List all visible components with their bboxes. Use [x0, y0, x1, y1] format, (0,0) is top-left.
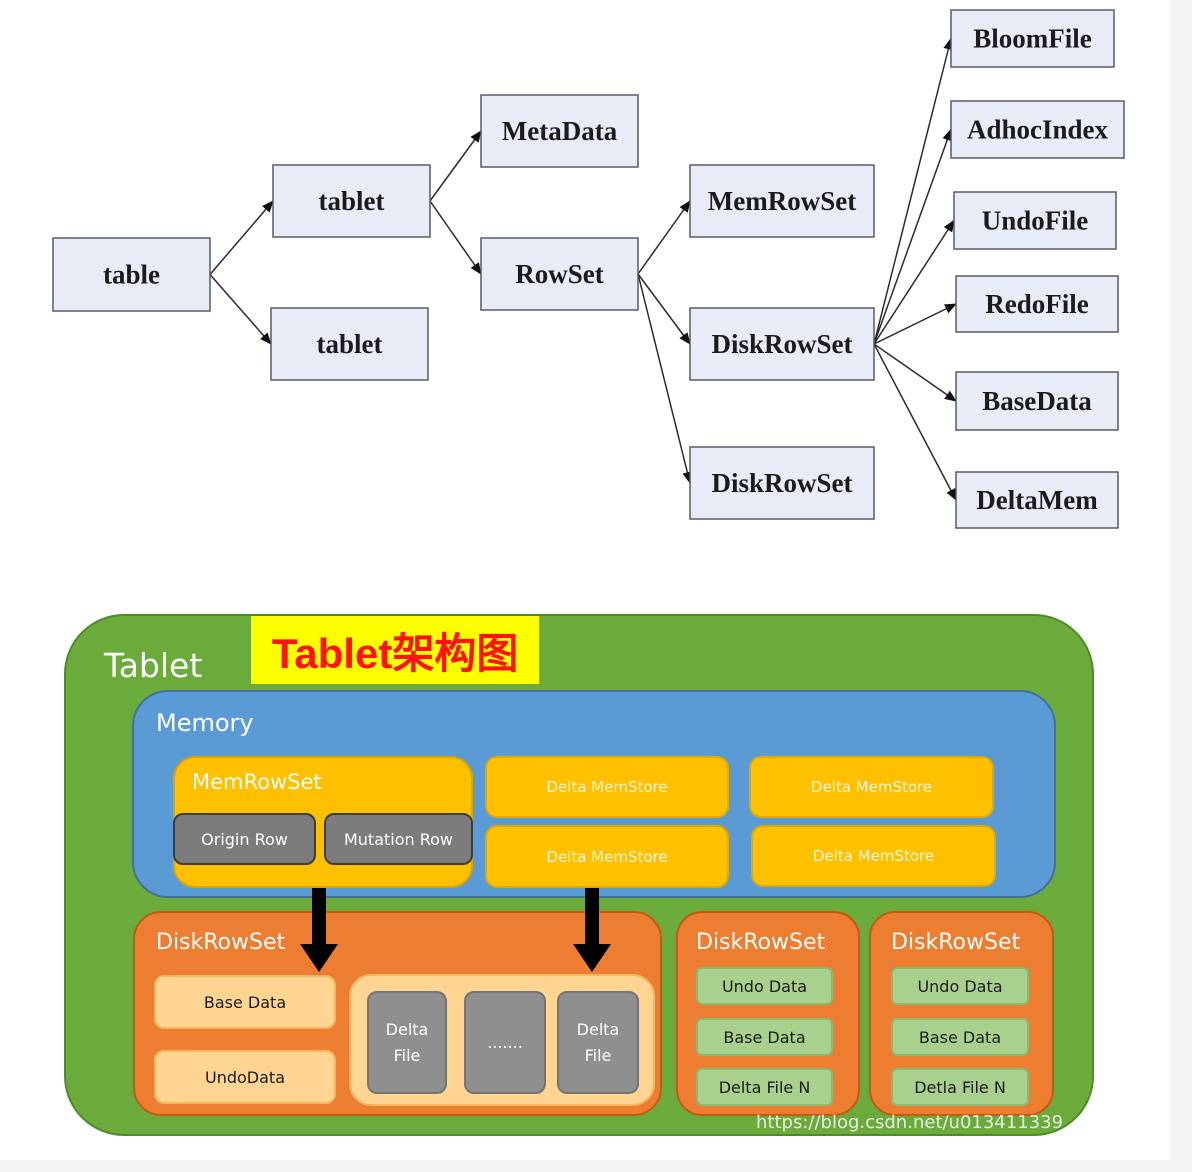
tree-node-box [52, 237, 211, 312]
tree-node-box [689, 446, 875, 520]
tree-node-bloomfile: BloomFile [950, 9, 1115, 68]
tree-node-box [950, 9, 1115, 68]
delta-file-cell-1: Delta File [367, 991, 447, 1094]
base-data-cell: Base Data [891, 1018, 1029, 1056]
undo-data-cell: Undo Data [696, 967, 833, 1005]
tree-node-box [955, 371, 1119, 431]
tree-node-label: RedoFile [985, 289, 1088, 319]
diagram-title: Tablet架构图 [251, 616, 539, 684]
delta-file-ellipsis: ....... [464, 991, 546, 1094]
tree-node-diskrowset1: DiskRowSet [689, 307, 875, 381]
tree-node-redofile: RedoFile [955, 275, 1119, 333]
tree-node-label: tablet [317, 329, 383, 359]
tree-node-box [480, 237, 639, 311]
base-data-cell: Base Data [154, 975, 336, 1029]
tree-node-label: DiskRowSet [711, 468, 852, 498]
origin-row-cell: Origin Row [173, 813, 316, 865]
tree-node-label: BaseData [982, 386, 1092, 416]
edge-diskrowset1-to-basedata [873, 343, 957, 402]
tree-node-box [689, 164, 875, 238]
tree-node-label: RowSet [515, 259, 604, 289]
edge-rowset-to-diskrowset1 [637, 273, 691, 345]
delta-file-cell-2: Delta File [557, 991, 639, 1094]
tree-node-rowset: RowSet [480, 237, 639, 311]
tree-node-box [270, 307, 429, 381]
mutation-row-cell: Mutation Row [324, 813, 473, 865]
memory-label: Memory [156, 709, 254, 737]
tree-node-label: DiskRowSet [711, 329, 852, 359]
tree-node-label: MemRowSet [708, 186, 856, 216]
tree-node-label: MetaData [502, 116, 618, 146]
delta-memstore-2: Delta MemStore [485, 825, 729, 888]
edge-rowset-to-memrowset [637, 200, 691, 275]
tree-node-label: table [103, 260, 160, 290]
flush-arrow-icon [573, 888, 611, 972]
diskrowset-main-label: DiskRowSet [156, 930, 286, 955]
delta-memstore-1: Delta MemStore [485, 756, 729, 818]
tree-node-tablet1: tablet [272, 164, 431, 238]
tree-node-box [950, 100, 1125, 159]
delta-file-cell: Detla File N [891, 1068, 1029, 1106]
edge-table-to-tablet1 [209, 200, 274, 275]
tree-node-diskrowset2: DiskRowSet [689, 446, 875, 520]
tree-node-box [272, 164, 431, 238]
delta-memstore-4: Delta MemStore [751, 825, 996, 887]
tree-node-label: UndoFile [982, 206, 1089, 236]
delta-memstore-3: Delta MemStore [749, 756, 994, 818]
tree-node-basedata: BaseData [955, 371, 1119, 431]
tree-node-metadata: MetaData [480, 94, 639, 168]
tree-edges [209, 37, 957, 501]
tablet-label: Tablet [104, 646, 203, 685]
tree-node-memrowset: MemRowSet [689, 164, 875, 238]
undo-data-cell: Undo Data [891, 967, 1029, 1005]
tree-node-label: DeltaMem [976, 485, 1098, 515]
edge-diskrowset1-to-undofile [873, 219, 955, 345]
edge-diskrowset1-to-adhocindex [873, 128, 952, 345]
tree-node-undofile: UndoFile [953, 191, 1117, 250]
edge-tablet1-to-rowset [429, 200, 482, 275]
tree-node-deltamem: DeltaMem [955, 471, 1119, 529]
tree-node-box [955, 275, 1119, 333]
base-data-cell: Base Data [696, 1018, 833, 1056]
edge-table-to-tablet2 [209, 274, 272, 345]
tree-node-box [689, 307, 875, 381]
flush-arrow-icon [300, 888, 338, 972]
watermark: https://blog.csdn.net/u013411339 [756, 1112, 1064, 1133]
tree-node-box [953, 191, 1117, 250]
diskrowset-small-1-label: DiskRowSet [696, 930, 826, 955]
edge-diskrowset1-to-bloomfile [873, 37, 954, 345]
edge-rowset-to-diskrowset2 [637, 273, 693, 484]
memrowset-label: MemRowSet [192, 770, 322, 794]
edge-tablet1-to-metadata [429, 130, 482, 202]
tree-node-box [480, 94, 639, 168]
tree-node-label: AdhocIndex [967, 115, 1109, 145]
tree-node-label: tablet [319, 186, 385, 216]
delta-file-cell: Delta File N [696, 1068, 833, 1106]
tree-node-tablet2: tablet [270, 307, 429, 381]
diskrowset-small-2-label: DiskRowSet [891, 930, 1021, 955]
edge-diskrowset1-to-deltamem [873, 343, 957, 501]
undo-data-cell: UndoData [154, 1050, 336, 1104]
tree-node-table: table [52, 237, 211, 312]
edge-diskrowset1-to-redofile [873, 303, 957, 345]
tree-node-label: BloomFile [973, 24, 1091, 54]
tree-node-adhocindex: AdhocIndex [950, 100, 1125, 159]
tree-node-box [955, 471, 1119, 529]
